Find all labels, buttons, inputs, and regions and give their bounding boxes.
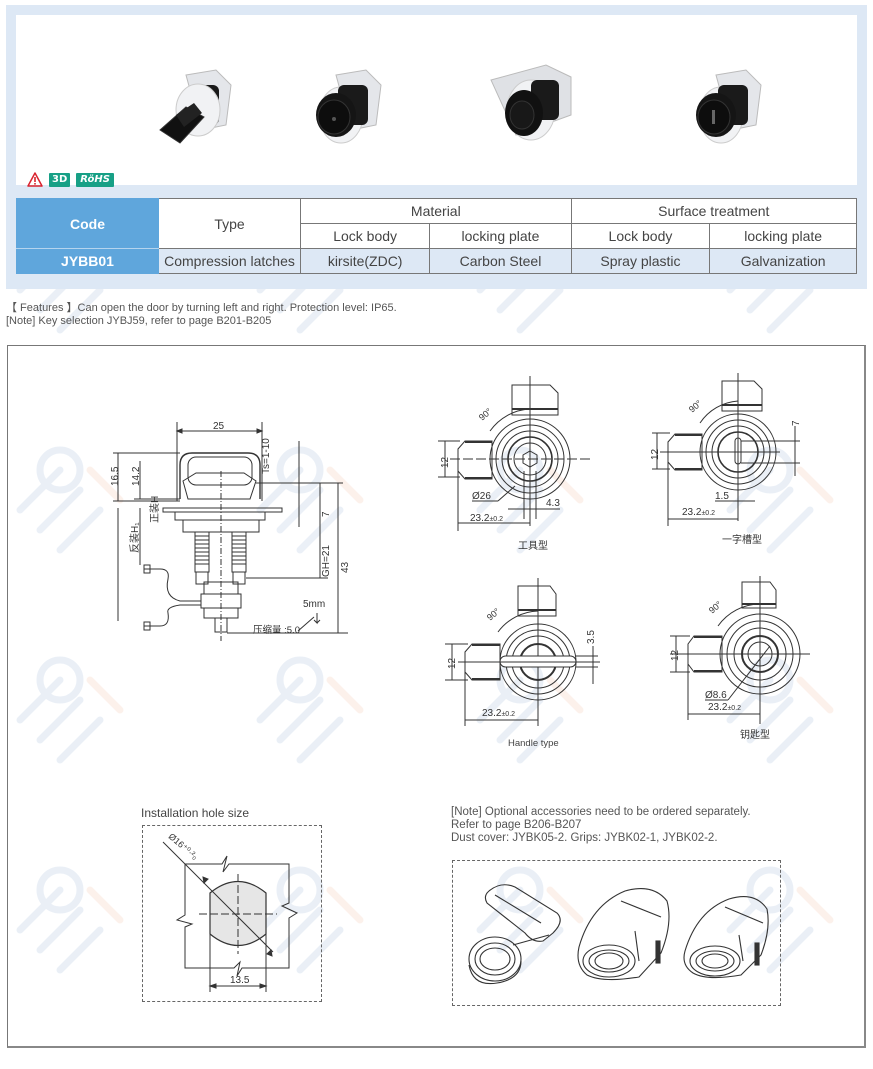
header-code: Code <box>16 198 159 249</box>
svg-text:一字槽型: 一字槽型 <box>722 533 762 546</box>
svg-text:43: 43 <box>340 561 351 573</box>
installation-title: Installation hole size <box>141 806 250 820</box>
accessories-note-line: [Note] Optional accessories need to be o… <box>451 806 751 818</box>
svg-text:90°: 90° <box>707 599 724 616</box>
svg-text:正装H: 正装H <box>148 496 161 523</box>
front-view-tool-type: 90° 12 Ø26 4.3 23.2±0.2 工具型 <box>438 376 590 552</box>
svg-text:Ø26: Ø26 <box>472 491 491 502</box>
features-line: 【 Features 】Can open the door by turning… <box>6 302 397 314</box>
certification-badges: 3D RöHS <box>27 172 114 187</box>
cell-surface-lock-body: Spray plastic <box>570 248 711 274</box>
accessories-box <box>452 860 781 1006</box>
svg-text:14.2: 14.2 <box>131 466 142 486</box>
side-view-drawing: 25 16.5 14.2 反装H₁ 正装H Ts=1-10 7 <box>110 421 351 641</box>
installation-hole-drawing: Ø16⁺⁰·²₀ 13.5 <box>162 831 299 992</box>
header-material-locking-plate: locking plate <box>429 223 572 249</box>
svg-text:5mm: 5mm <box>303 599 325 610</box>
svg-text:Ø8.6: Ø8.6 <box>705 690 727 701</box>
svg-text:GH=21: GH=21 <box>321 545 332 577</box>
cell-material-lock-body: kirsite(ZDC) <box>299 248 431 274</box>
svg-text:23.2±0.2: 23.2±0.2 <box>682 507 715 518</box>
key-note-line: [Note] Key selection JYBJ59, refer to pa… <box>6 315 272 327</box>
svg-text:压缩量 :5.0: 压缩量 :5.0 <box>253 624 300 636</box>
cell-surface-locking-plate: Galvanization <box>709 248 857 274</box>
accessories-note: [Note] Optional accessories need to be o… <box>451 806 751 845</box>
svg-text:23.2±0.2: 23.2±0.2 <box>482 708 515 719</box>
product-image-handle-type <box>159 69 232 144</box>
svg-text:1.5: 1.5 <box>715 491 729 502</box>
cell-code: JYBB01 <box>16 248 159 274</box>
svg-text:Handle type: Handle type <box>508 738 559 749</box>
header-surface-lock-body: Lock body <box>570 223 711 249</box>
svg-text:7: 7 <box>791 420 802 426</box>
rohs-badge: RöHS <box>76 172 114 187</box>
svg-text:12: 12 <box>447 657 458 669</box>
technical-drawing-frame: 25 16.5 14.2 反装H₁ 正装H Ts=1-10 7 <box>7 345 866 1048</box>
product-image-slot-type <box>696 69 762 144</box>
svg-text:钥匙型: 钥匙型 <box>740 728 770 741</box>
svg-text:反装H₁: 反装H₁ <box>128 522 141 553</box>
svg-text:3.5: 3.5 <box>586 630 597 644</box>
spec-table: Code Type Material Surface treatment Loc… <box>16 198 858 274</box>
svg-text:25: 25 <box>213 421 225 432</box>
header-material-lock-body: Lock body <box>299 223 431 249</box>
svg-text:90°: 90° <box>485 606 502 623</box>
table-row: JYBB01 Compression latches kirsite(ZDC) … <box>16 248 857 274</box>
cell-type: Compression latches <box>158 248 301 274</box>
features-text: 【 Features 】Can open the door by turning… <box>6 302 397 328</box>
accessories-parts-line: Dust cover: JYBK05-2. Grips: JYBK02-1, J… <box>451 832 718 844</box>
accessories-drawing <box>468 884 769 985</box>
svg-text:13.5: 13.5 <box>230 975 250 986</box>
dust-cover-icon <box>468 884 561 985</box>
svg-text:Ø16⁺⁰·²₀: Ø16⁺⁰·²₀ <box>167 831 201 861</box>
warning-triangle-icon <box>27 172 43 187</box>
front-view-slot-type: 90° 12 7 1.5 23.2±0.2 一字槽型 <box>650 373 802 546</box>
header-surface-locking-plate: locking plate <box>709 223 857 249</box>
front-view-handle-type: 90° 12 3.5 23.2±0.2 Handle type <box>445 578 600 749</box>
product-image-key-type <box>490 64 572 141</box>
svg-text:90°: 90° <box>687 398 704 415</box>
cell-material-locking-plate: Carbon Steel <box>429 248 572 274</box>
3d-badge: 3D <box>49 172 71 187</box>
header-type: Type <box>158 198 301 249</box>
header-surface-treatment: Surface treatment <box>570 198 858 224</box>
grip-2-icon <box>683 896 769 979</box>
grip-1-icon <box>577 888 670 981</box>
header-material: Material <box>300 198 572 224</box>
svg-text:16.5: 16.5 <box>110 466 121 486</box>
svg-text:12: 12 <box>650 448 661 460</box>
product-image-tool-type <box>316 69 382 144</box>
svg-text:Ts=1-10: Ts=1-10 <box>261 438 272 474</box>
svg-text:4.3: 4.3 <box>546 498 560 509</box>
installation-hole-box: Ø16⁺⁰·²₀ 13.5 <box>142 825 322 1002</box>
accessories-refer-line: Refer to page B206-B207 <box>451 819 582 831</box>
svg-text:12: 12 <box>440 456 451 468</box>
svg-text:工具型: 工具型 <box>518 539 548 552</box>
front-view-key-type: 90° 12 Ø8.6 23.2±0.2 钥匙型 <box>670 576 810 741</box>
svg-text:90°: 90° <box>477 406 494 423</box>
svg-text:23.2±0.2: 23.2±0.2 <box>708 702 741 713</box>
svg-text:23.2±0.2: 23.2±0.2 <box>470 513 503 524</box>
svg-text:12: 12 <box>670 649 681 661</box>
product-photo-area: 3D RöHS <box>16 15 857 187</box>
svg-text:7: 7 <box>321 511 332 517</box>
product-header-panel: 3D RöHS Code Type Material Surface treat… <box>6 5 867 289</box>
